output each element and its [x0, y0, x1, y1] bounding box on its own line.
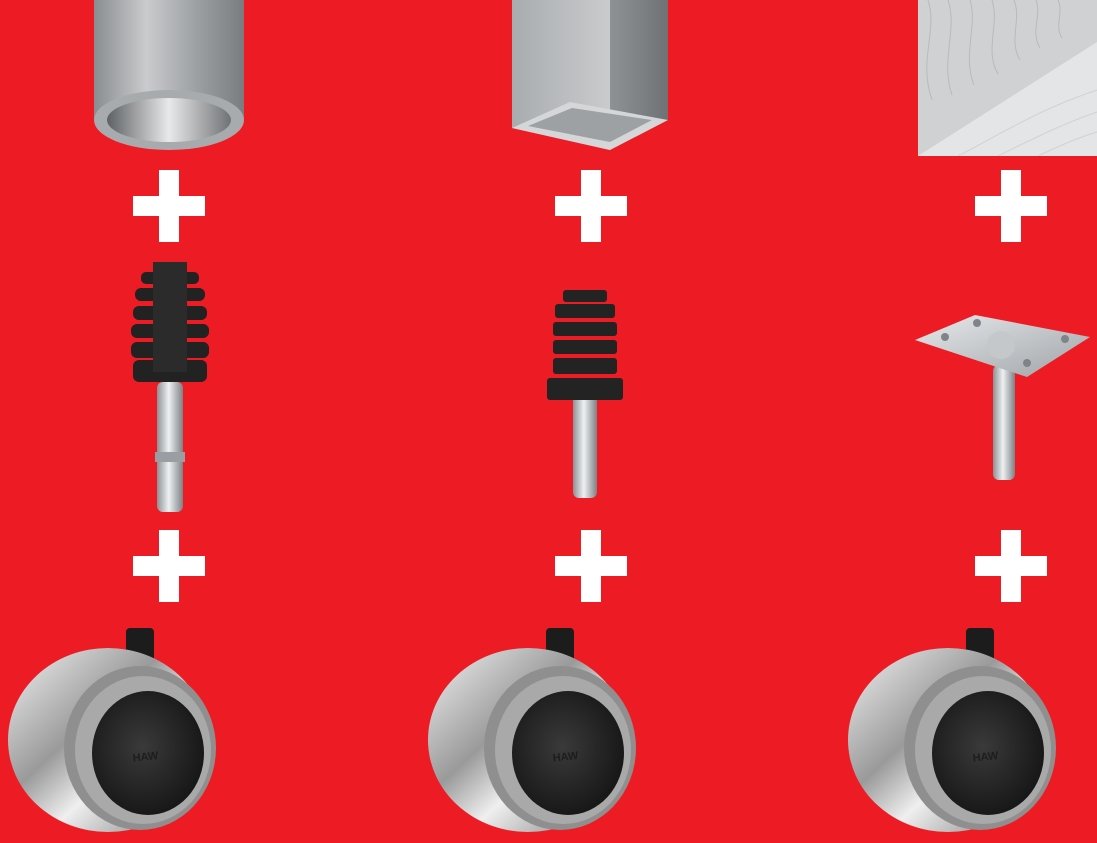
chrome-twin-wheel-caster-icon: HAW — [8, 620, 223, 835]
round-tube-icon — [90, 0, 250, 160]
chrome-twin-wheel-caster-icon: HAW — [848, 620, 1063, 835]
column-square-tube: HAW — [420, 0, 720, 843]
plus-icon — [975, 170, 1047, 242]
plus-icon — [133, 530, 205, 602]
wood-panel-icon — [918, 0, 1097, 156]
plus-icon — [133, 170, 205, 242]
column-wood-panel: HAW — [840, 0, 1097, 843]
round-rubber-insert-stem-icon — [125, 262, 215, 517]
plus-icon — [975, 530, 1047, 602]
plus-icon — [555, 530, 627, 602]
plate-mount-stem-icon — [915, 315, 1095, 485]
square-plastic-insert-stem-icon — [545, 290, 625, 500]
chrome-twin-wheel-caster-icon: HAW — [428, 620, 643, 835]
plus-icon — [555, 170, 627, 242]
square-tube-icon — [510, 0, 680, 165]
column-round-tube: HAW — [0, 0, 300, 843]
